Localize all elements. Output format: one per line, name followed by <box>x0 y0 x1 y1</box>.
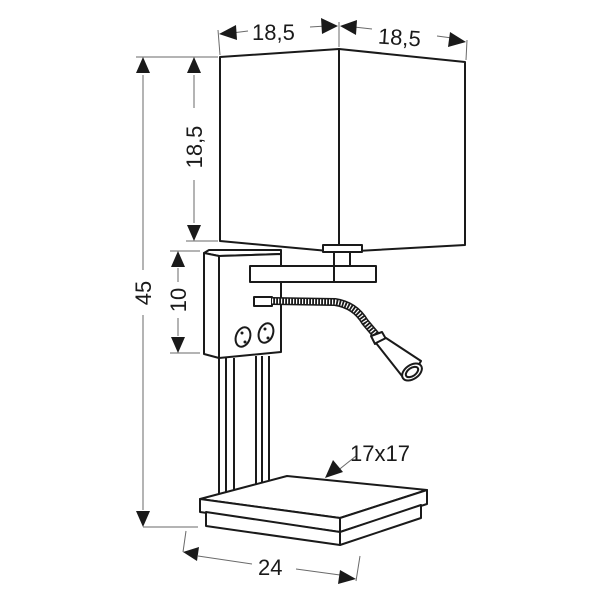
dim-shade-width-left: 18,5 <box>217 18 340 56</box>
dim-total-height: 45 <box>131 56 218 528</box>
dim-box-height: 10 <box>166 250 200 354</box>
lamp-base <box>199 475 428 546</box>
switch-left <box>234 326 252 348</box>
dim-label-total-height: 45 <box>131 281 156 305</box>
switch-right <box>257 322 275 344</box>
dim-base-top: 17x17 <box>325 441 410 478</box>
dim-shade-width-right: 18,5 <box>340 20 468 61</box>
dim-label-shade-width-left: 18,5 <box>252 20 295 45</box>
reading-light-arm <box>253 296 423 382</box>
dim-shade-height: 18,5 <box>182 56 218 242</box>
dim-label-shade-height: 18,5 <box>182 126 207 169</box>
dim-label-base-width: 24 <box>258 555 282 580</box>
dim-label-base-top: 17x17 <box>350 441 410 466</box>
lamp-shade <box>219 48 466 267</box>
stand-rods <box>218 356 270 494</box>
dim-label-shade-width-right: 18,5 <box>377 23 421 51</box>
dim-base-width: 24 <box>182 530 361 584</box>
dim-label-box-height: 10 <box>166 288 191 312</box>
wall-box <box>203 249 377 359</box>
